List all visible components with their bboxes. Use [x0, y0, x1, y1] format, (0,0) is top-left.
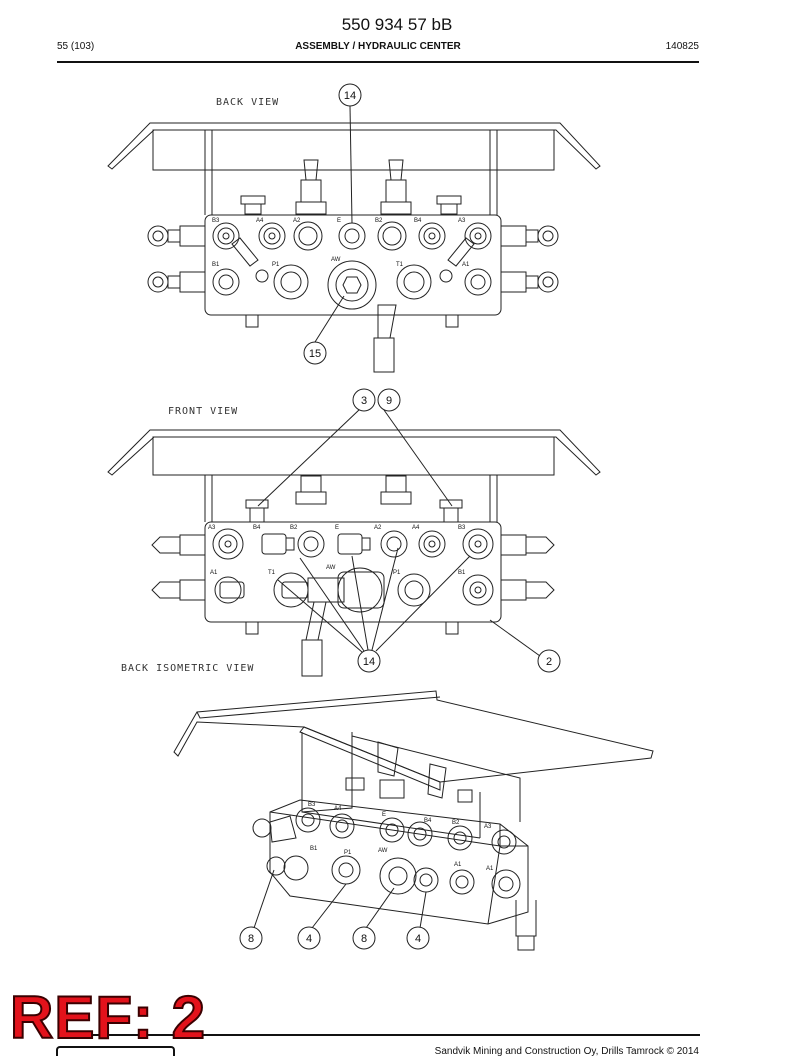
page-title: ASSEMBLY / HYDRAULIC CENTER	[295, 41, 461, 52]
top-fitting	[380, 159, 412, 215]
balloon-number: 4	[415, 933, 421, 945]
balloon-number: 9	[386, 395, 392, 407]
port-label: B3	[212, 218, 220, 224]
port-label: A4	[412, 525, 420, 531]
iso-port-labels: B3 A4 E B4 B2 A3 B1 P1 AW A1 A1	[308, 802, 494, 872]
ref-stamp: REF: 2	[9, 984, 207, 1051]
port-label: B4	[253, 525, 261, 531]
port-label: A2	[374, 525, 382, 531]
front-view: FRONT VIEW	[107, 388, 601, 677]
port-label: AW	[331, 257, 341, 263]
port-label: A1	[486, 866, 494, 872]
port-label: T1	[396, 262, 404, 268]
side-fittings-right	[500, 225, 559, 293]
port-label: B4	[414, 218, 422, 224]
port-label: A4	[334, 806, 342, 812]
port-label: P1	[393, 570, 401, 576]
port-label: A1	[210, 570, 218, 576]
back-port-labels: B3 A4 A2 E B2 B4 A3 B1 P1 AW T1 A1	[212, 218, 470, 268]
balloon-8: 8	[239, 926, 263, 950]
balloon-number: 15	[309, 348, 321, 360]
balloon-8: 8	[352, 926, 376, 950]
port-label: A1	[454, 862, 462, 868]
port-label: E	[337, 218, 341, 224]
port-label: AW	[378, 848, 388, 854]
port-label: A3	[208, 525, 216, 531]
front-port-labels: A3 B4 B2 E A2 A4 B3 A1 T1 AW P1 B1	[208, 525, 466, 576]
top-fitting	[295, 159, 327, 215]
balloon-number: 14	[363, 656, 375, 668]
footer-rule	[60, 1034, 700, 1036]
port-label: A2	[293, 218, 301, 224]
port-label: B3	[308, 802, 316, 808]
port-label: B2	[375, 218, 383, 224]
port-label: P1	[272, 262, 280, 268]
balloon-3: 3	[352, 388, 376, 412]
balloon-number: 8	[248, 933, 254, 945]
balloon-4: 4	[406, 926, 430, 950]
side-fittings-left	[147, 225, 206, 293]
balloon-14: 14	[338, 83, 362, 107]
assembly-drawing: BACK VIEW	[107, 83, 654, 951]
port-label: E	[382, 812, 386, 818]
balloon-number: 14	[344, 90, 356, 102]
port-label: A3	[458, 218, 466, 224]
header-rule	[57, 61, 699, 63]
balloon-4: 4	[297, 926, 321, 950]
balloon-number: 8	[361, 933, 367, 945]
back-port-row-top	[212, 221, 492, 251]
back-port-row-bottom	[212, 260, 492, 310]
port-label: B2	[290, 525, 298, 531]
port-label: A1	[462, 262, 470, 268]
port-label: B1	[212, 262, 220, 268]
balloon-number: 2	[546, 656, 552, 668]
front-view-label: FRONT VIEW	[168, 406, 238, 417]
port-label: B3	[458, 525, 466, 531]
isometric-view: BACK ISOMETRIC VIEW	[121, 663, 654, 951]
port-label: P1	[344, 850, 352, 856]
balloon-number: 3	[361, 395, 367, 407]
port-label: T1	[268, 570, 276, 576]
document-number: 550 934 57 bB	[341, 15, 453, 34]
iso-ports	[252, 807, 521, 899]
company-logo	[56, 1046, 175, 1056]
page-number: 55 (103)	[57, 41, 95, 52]
isometric-view-label: BACK ISOMETRIC VIEW	[121, 663, 254, 674]
footer-copyright: Sandvik Mining and Construction Oy, Dril…	[434, 1046, 699, 1057]
balloon-14: 14	[357, 649, 381, 673]
balloon-number: 4	[306, 933, 312, 945]
port-label: B2	[452, 820, 460, 826]
port-label: E	[335, 525, 339, 531]
port-label: B1	[310, 846, 318, 852]
back-view: BACK VIEW	[107, 83, 601, 373]
front-port-row-top	[212, 528, 494, 560]
port-label: B4	[424, 818, 432, 824]
port-label: AW	[326, 565, 336, 571]
balloon-9: 9	[377, 388, 401, 412]
front-side-fittings	[151, 534, 555, 601]
balloon-2: 2	[537, 649, 561, 673]
balloon-15: 15	[303, 341, 327, 365]
port-label: B1	[458, 570, 466, 576]
document-code: 140825	[665, 41, 699, 52]
port-label: A3	[484, 824, 492, 830]
port-label: A4	[256, 218, 264, 224]
back-view-label: BACK VIEW	[216, 97, 279, 108]
